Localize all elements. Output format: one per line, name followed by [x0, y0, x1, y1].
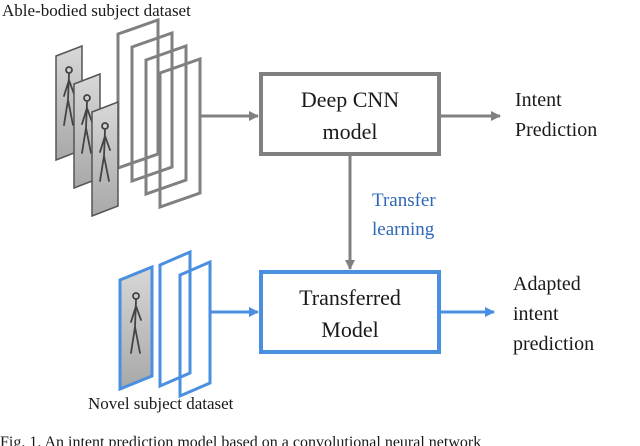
intent-prediction-label-line2: Prediction	[515, 119, 597, 141]
novel-feature-frame	[178, 259, 212, 399]
transfer-learning-label-line1: Transfer	[372, 190, 436, 211]
feature-frame	[116, 17, 160, 171]
transferred-model-box	[259, 270, 441, 354]
deep-cnn-label-line1: Deep CNN	[301, 87, 399, 112]
novel-subject-photo	[118, 264, 154, 392]
novel-feature-frame	[158, 249, 192, 389]
novel-dataset-label: Novel subject dataset	[88, 394, 234, 413]
intent-prediction-label-line1: Intent	[515, 89, 562, 111]
transfer-learning-label-line2: learning	[372, 219, 435, 240]
transferred-label-line2: Model	[321, 317, 378, 342]
adapted-prediction-label-line1: Adapted	[513, 273, 581, 295]
deep-cnn-model-box	[259, 72, 441, 156]
novel-dataset-stack	[118, 249, 212, 399]
adapted-prediction-label-line2: intent	[513, 303, 559, 325]
source-dataset-label: Able-bodied subject dataset	[2, 1, 191, 20]
feature-frame	[158, 56, 202, 210]
deep-cnn-label-line2: model	[323, 119, 378, 144]
transferred-label-line1: Transferred	[299, 285, 401, 310]
figure-caption: Fig. 1. An intent prediction model based…	[0, 434, 481, 446]
feature-frame	[144, 43, 188, 197]
walking-subject-photo	[91, 100, 119, 218]
feature-frame	[130, 30, 174, 184]
source-dataset-stack	[55, 17, 202, 218]
adapted-prediction-label-line3: prediction	[513, 333, 594, 355]
